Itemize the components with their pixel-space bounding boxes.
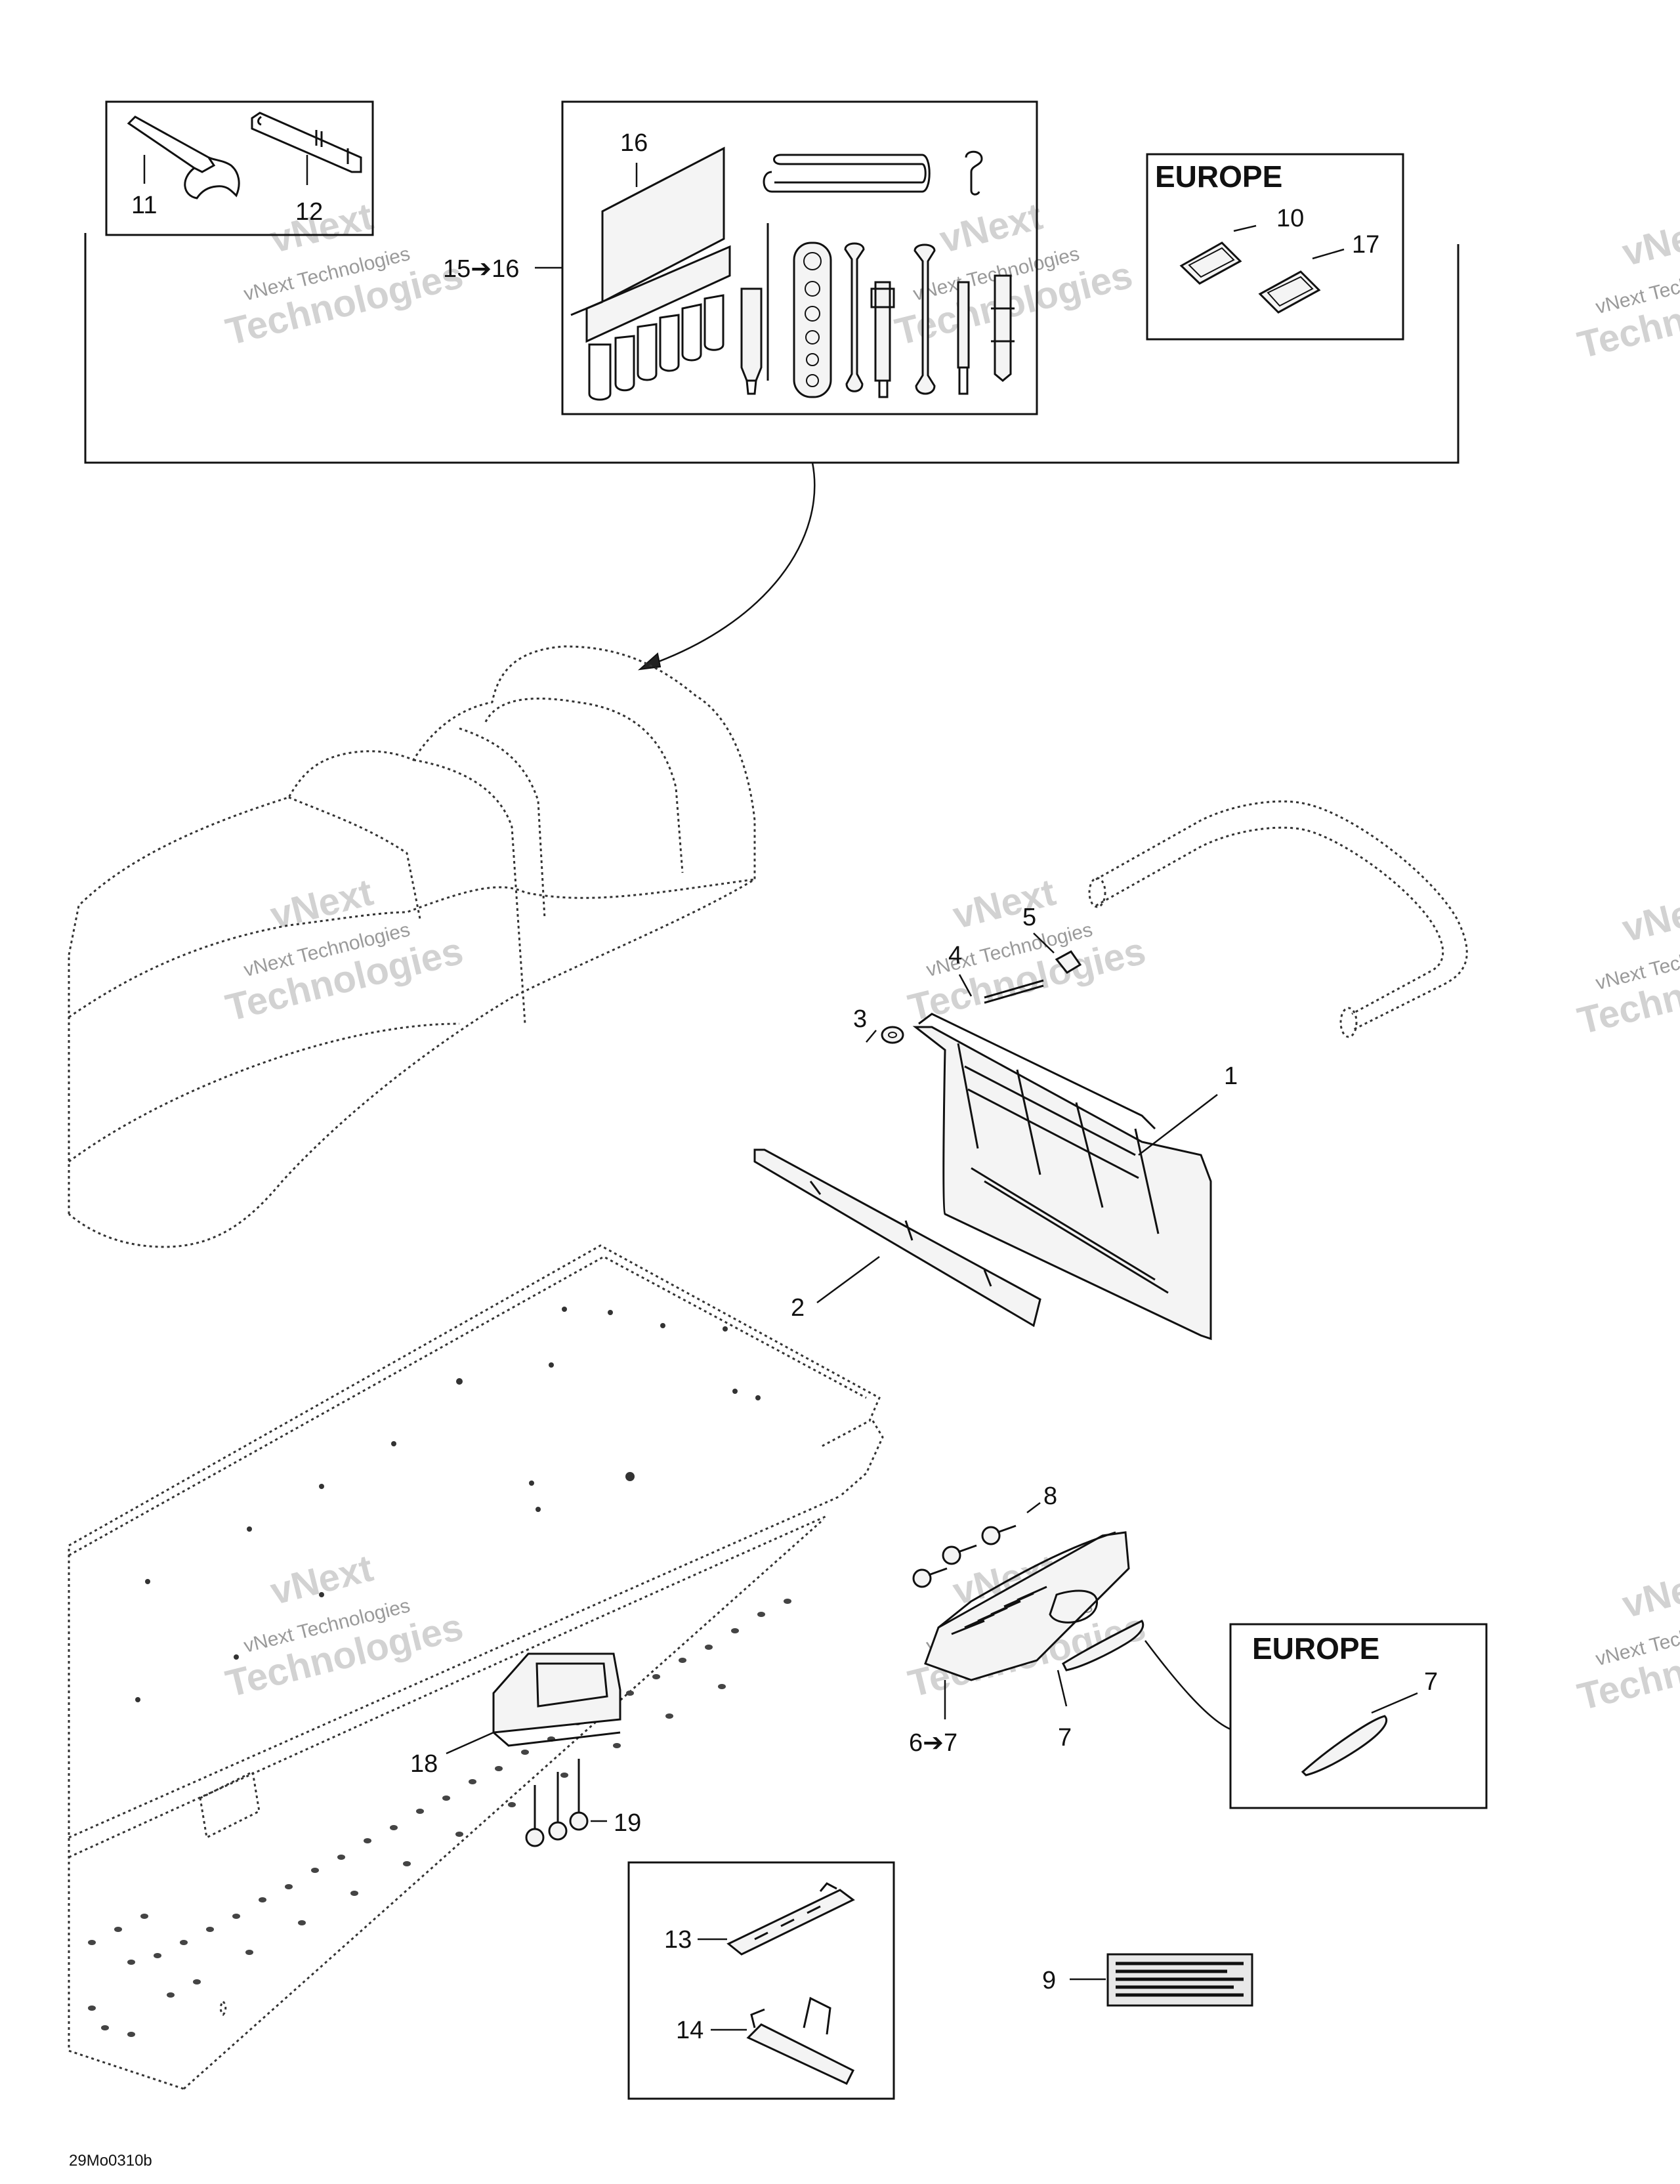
leader-3: [866, 1030, 877, 1043]
reflector-7: [1062, 1620, 1144, 1671]
callout-16: 16: [620, 129, 648, 157]
watermark-line1: vNext: [266, 871, 377, 937]
part-13: [726, 1882, 855, 1956]
watermark-9: vNext vNext Technologies Technologies: [1574, 1560, 1680, 1719]
seat: [68, 645, 756, 1248]
part-14: [746, 1996, 855, 2085]
callout-13: 13: [664, 1926, 692, 1954]
leader-5: [1033, 933, 1055, 954]
hook: [965, 150, 983, 196]
decal-17: [1258, 270, 1321, 314]
tool-kit-box: [561, 100, 1038, 415]
europe-label-bottom: EUROPE: [1252, 1631, 1379, 1666]
rack-plate-1: [912, 1013, 1212, 1341]
rack-plate-2: [753, 1148, 1041, 1328]
callout-18: 18: [410, 1750, 438, 1778]
callout-2: 2: [791, 1294, 805, 1322]
watermark-line1: vNext: [1618, 884, 1680, 950]
watermark-1: vNext vNext Technologies Technologies: [222, 195, 467, 354]
callout-5: 5: [1022, 904, 1036, 931]
callout-9: 9: [1042, 1967, 1056, 1994]
callout-15-16: 15➔16: [443, 255, 519, 283]
europe-bottom-connector: [1144, 1640, 1231, 1731]
watermark-line1: vNext: [936, 195, 1047, 261]
drawing-code: 29Mo0310b: [69, 2152, 152, 2170]
leader-4: [958, 974, 973, 997]
open-end-wrench: [844, 242, 865, 392]
screw-4: [984, 979, 1044, 1004]
watermark-5: vNext vNext Technologies Technologies: [904, 871, 1150, 1030]
watermark-6: vNext vNext Technologies Technologies: [1574, 884, 1680, 1043]
grab-handle: [1088, 800, 1468, 1038]
punch-tool: [957, 281, 970, 395]
storage-box-18: [492, 1652, 621, 1747]
tool-kit-arrow-line: [646, 462, 816, 667]
callout-17: 17: [1352, 231, 1379, 259]
callout-8: 8: [1043, 1482, 1057, 1510]
callout-7b: 7: [1424, 1668, 1438, 1696]
socket-tool: [991, 274, 1015, 382]
leader-17: [1312, 248, 1345, 260]
leader-2: [816, 1255, 880, 1304]
combination-box-wrench: [793, 242, 832, 398]
washer-3: [881, 1026, 904, 1044]
tunnel-holes: [135, 1307, 761, 1702]
pin-wrench-12: [251, 112, 362, 173]
clip-box: [627, 1861, 895, 2100]
callout-19: 19: [614, 1809, 641, 1837]
leader-7b: [1371, 1692, 1418, 1714]
decal-label-9: [1106, 1953, 1253, 2007]
callout-6-7: 6➔7: [909, 1729, 957, 1757]
tool-kit-bracket: [84, 233, 1460, 464]
callout-4: 4: [948, 942, 962, 969]
callout-7a: 7: [1058, 1724, 1072, 1752]
decal-10: [1179, 242, 1242, 285]
wrench-box: [105, 100, 374, 236]
tool-bag: [570, 146, 731, 401]
europe-box-top: [1146, 153, 1404, 341]
callout-3: 3: [853, 1005, 867, 1033]
leader-7a: [1057, 1670, 1068, 1707]
screws-8: [912, 1524, 1017, 1588]
nut-5: [1055, 950, 1082, 974]
callout-11: 11: [131, 192, 157, 219]
spanner-wrench-11: [127, 116, 240, 200]
watermark-line1: vNext: [1618, 1560, 1680, 1626]
spark-plug-wrench: [870, 281, 895, 398]
running-board-holes: [88, 1599, 791, 2037]
callout-1: 1: [1224, 1062, 1238, 1090]
watermark-line1: vNext: [266, 1547, 377, 1613]
screwdriver: [740, 223, 769, 395]
leader-10: [1233, 224, 1257, 232]
reflector-housing-6: [924, 1531, 1130, 1681]
tool-kit-arrow-head: [637, 652, 662, 671]
callout-14: 14: [676, 2017, 704, 2044]
screws-19: [525, 1759, 589, 1847]
leader-18: [446, 1731, 494, 1755]
watermark-4: vNext vNext Technologies Technologies: [222, 871, 467, 1030]
europe-label-top: EUROPE: [1155, 159, 1282, 194]
reflector-7-europe: [1301, 1715, 1387, 1776]
watermark-line1: vNext: [1618, 208, 1680, 274]
callout-10: 10: [1276, 205, 1304, 232]
tunnel: [68, 1244, 884, 2090]
double-open-wrench: [914, 243, 936, 395]
leader-8: [1026, 1502, 1041, 1513]
watermark-line1: vNext: [949, 871, 1060, 937]
europe-box-bottom: [1229, 1623, 1488, 1809]
watermark-3: vNext vNext Technologies Technologies: [1574, 208, 1680, 367]
callout-12: 12: [295, 198, 323, 226]
spring-clip: [763, 154, 931, 193]
leader-1: [1138, 1094, 1218, 1156]
